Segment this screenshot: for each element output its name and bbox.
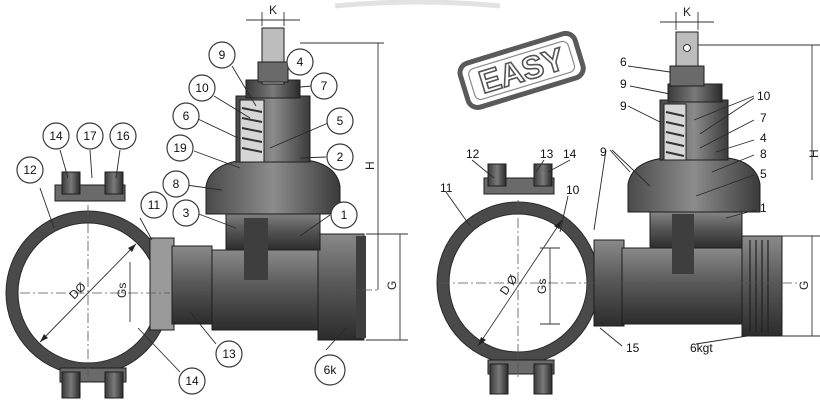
left-callout-6: 6 (183, 109, 190, 123)
left-callout-19: 19 (173, 141, 187, 155)
left-callout-9: 9 (219, 48, 226, 62)
right-dim-h: H (807, 149, 820, 158)
right-label-1: 1 (760, 201, 767, 215)
left-callout-14: 14 (185, 374, 199, 388)
right-valve: D Ø Gs K H G (436, 5, 820, 395)
right-label-13: 13 (540, 147, 554, 161)
right-label-7: 9 (620, 99, 627, 113)
left-callout-5: 5 (337, 114, 344, 128)
right-label-10: 10 (566, 183, 580, 197)
left-callout-15: 14 (49, 129, 63, 143)
right-dim-d: D Ø (497, 272, 521, 298)
right-labels: 6 9 9 10 7 4 8 5 1 9 12 13 14 11 10 15 6… (440, 55, 771, 355)
right-label-5: 7 (760, 111, 767, 125)
left-dim-d: DØ (66, 279, 89, 302)
easy-badge: EASY (457, 30, 586, 111)
left-callout-10: 10 (195, 81, 209, 95)
left-callout-17: 17 (83, 129, 97, 143)
right-label-9a: 10 (757, 89, 771, 103)
right-label-14: 14 (563, 147, 577, 161)
right-dim-gs: Gs (535, 279, 549, 294)
left-callout-12: 12 (23, 163, 37, 177)
right-label-4: 6 (620, 55, 627, 69)
left-callout-6k: 6k (324, 363, 338, 377)
right-label-9b: 9 (600, 145, 607, 159)
right-label-3: 5 (760, 167, 767, 181)
left-dim-h: H (363, 161, 377, 170)
left-callout-2: 2 (337, 150, 344, 164)
right-label-11: 11 (440, 181, 453, 195)
left-callout-8: 8 (173, 177, 180, 191)
left-callouts: 4 7 9 10 6 5 2 19 8 3 1 14 17 16 12 11 1… (16, 41, 358, 395)
right-dim-k: K (683, 5, 691, 19)
right-label-15: 15 (626, 341, 640, 355)
right-label-6kgt: 6kgt (690, 341, 713, 355)
right-label-8: 9 (620, 77, 627, 91)
left-dim-gs: Gs (115, 283, 129, 298)
left-callout-11: 11 (148, 198, 161, 212)
left-callout-16: 16 (116, 129, 130, 143)
left-valve: DØ Gs K H G (5, 3, 408, 399)
left-callout-7: 7 (321, 79, 328, 93)
left-dim-k: K (269, 3, 277, 17)
left-callout-1: 1 (341, 208, 348, 222)
right-dim-g: G (797, 281, 811, 290)
left-callout-4: 4 (297, 55, 304, 69)
left-callout-3: 3 (183, 206, 190, 220)
left-dim-g: G (385, 281, 399, 290)
right-label-12: 12 (466, 147, 480, 161)
right-label-2: 4 (760, 131, 767, 145)
right-label-6: 8 (760, 147, 767, 161)
left-callout-13: 13 (222, 347, 236, 361)
